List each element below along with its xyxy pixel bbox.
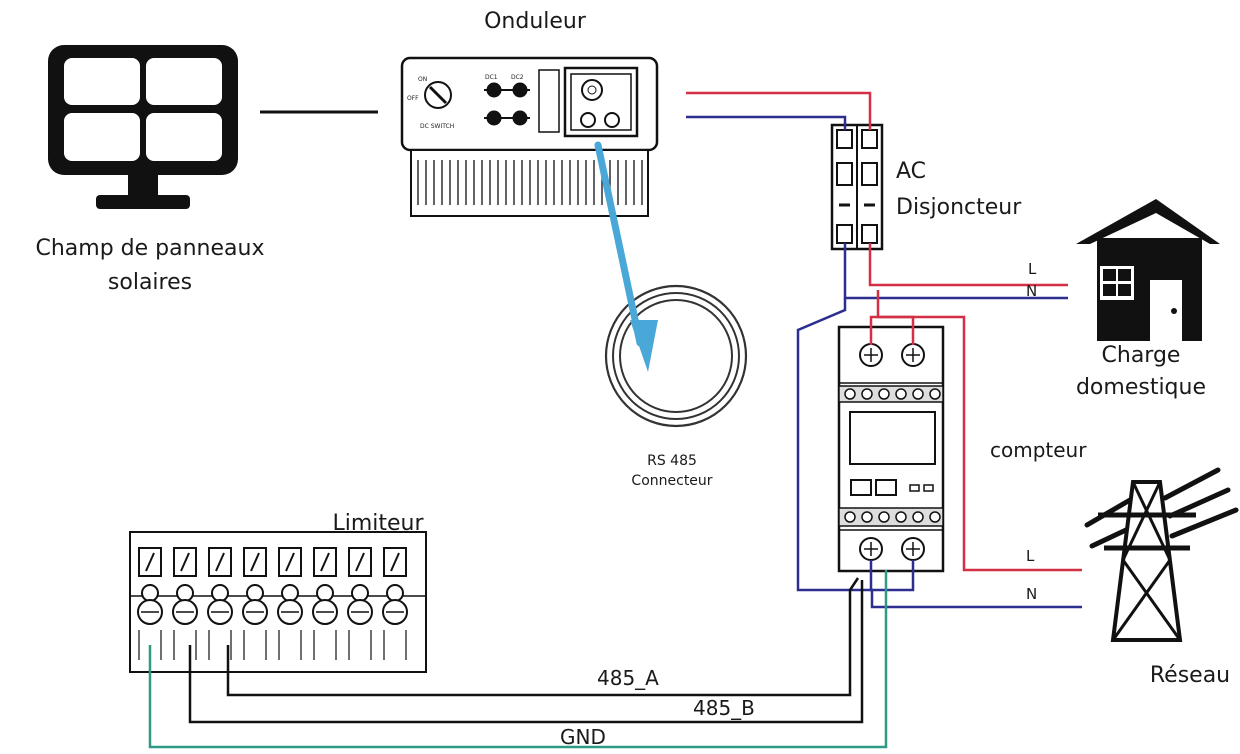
inverter-neutral-wire xyxy=(686,115,847,130)
solar-panel-icon xyxy=(48,45,238,209)
grid-neutral-label: N xyxy=(1026,585,1037,603)
load-phase-wire xyxy=(868,243,1068,287)
connector-label-line1: RS 485 xyxy=(647,453,697,469)
dc1-label: DC1 xyxy=(485,74,498,81)
inverter-label: Onduleur xyxy=(484,9,587,34)
connector-label-line2: Connecteur xyxy=(631,473,712,489)
dc-switch-label: DC SWITCH xyxy=(420,123,454,130)
house-icon xyxy=(1076,199,1220,341)
meter-top-link xyxy=(869,315,915,345)
terminal-part xyxy=(180,552,190,572)
solar-label-line2: solaires xyxy=(108,270,192,295)
terminal-part xyxy=(316,584,334,602)
terminal-part xyxy=(145,552,155,572)
wire-485b-label: 485_B xyxy=(693,696,755,720)
breaker-label-line2: Disjoncteur xyxy=(896,195,1022,220)
terminal-part xyxy=(250,552,260,572)
terminal-part xyxy=(390,552,400,572)
terminal-part xyxy=(211,584,229,602)
inverter-phase-wire xyxy=(686,91,872,130)
ac-wiring xyxy=(686,91,1082,609)
dc2-label: DC2 xyxy=(511,74,524,81)
load-label-line2: domestique xyxy=(1076,375,1206,400)
meter-bottom-link xyxy=(869,560,915,592)
terminal-part xyxy=(386,584,404,602)
load-phase-label: L xyxy=(1028,260,1037,278)
terminal-part xyxy=(246,584,264,602)
inverter-device xyxy=(400,56,659,217)
rs485-cable-coil xyxy=(604,284,748,428)
power-pylon-icon xyxy=(1084,467,1239,642)
neutral-loop-wire xyxy=(796,298,1082,609)
terminal-part xyxy=(355,552,365,572)
limiter-terminal-block xyxy=(129,531,427,673)
terminal-part xyxy=(215,552,225,572)
wire-gnd xyxy=(148,570,888,749)
wire-485a xyxy=(226,577,860,697)
wire-485a-label: 485_A xyxy=(597,666,659,690)
wire-gnd-label: GND xyxy=(560,725,606,749)
dc-switch-on-label: ON xyxy=(418,76,427,83)
terminal-part xyxy=(281,584,299,602)
grid-label: Réseau xyxy=(1150,663,1230,688)
terminal-part xyxy=(320,552,330,572)
grid-phase-label: L xyxy=(1026,547,1035,565)
terminal-part xyxy=(285,552,295,572)
ac-breaker-device xyxy=(830,123,884,251)
dc-switch-off-label: OFF xyxy=(407,95,419,102)
energy-meter-device xyxy=(837,325,945,573)
wire-485b xyxy=(188,580,864,724)
meter-phase-in-wire xyxy=(876,290,1082,572)
terminal-part xyxy=(176,584,194,602)
terminal-part xyxy=(141,584,159,602)
solar-label-line1: Champ de panneaux xyxy=(36,236,265,261)
rs485-wiring xyxy=(148,570,888,749)
meter-label: compteur xyxy=(990,438,1087,462)
terminal-part xyxy=(351,584,369,602)
arrow-icon xyxy=(594,141,658,372)
breaker-label-line1: AC xyxy=(896,159,926,184)
load-neutral-label: N xyxy=(1026,282,1037,300)
load-label-line1: Charge xyxy=(1102,343,1181,368)
